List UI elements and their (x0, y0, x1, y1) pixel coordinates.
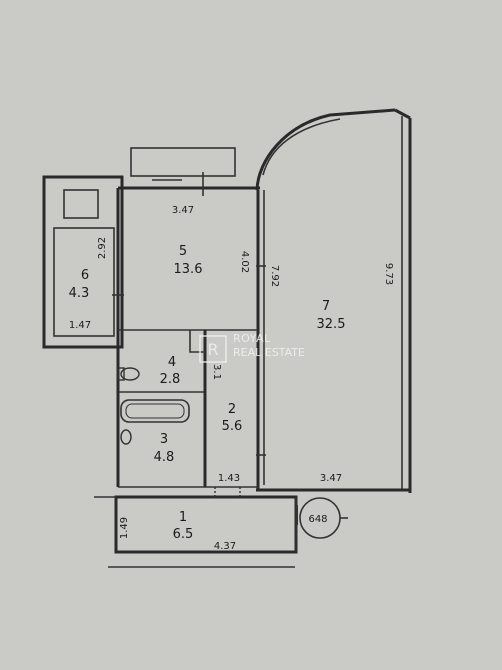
watermark-logo-box (199, 335, 227, 363)
watermark-line2: REAL ESTATE (233, 346, 305, 359)
room-7-number: 7 (322, 299, 330, 314)
dim-balcony-height: 2.92 (97, 237, 108, 259)
watermark-line1: ROYAL (233, 332, 271, 345)
bay-window-outline (130, 147, 236, 177)
bathtub-icon (120, 399, 190, 423)
dim-balcony-width: 1.47 (69, 320, 91, 331)
corner-wall (394, 108, 411, 120)
room-5-number: 5 (179, 244, 187, 259)
room-1-number: 1 (179, 510, 187, 525)
dim-hall-width: 1.43 (218, 473, 240, 484)
dim-room7-width: 3.47 (320, 473, 342, 484)
sink-icon (120, 429, 132, 445)
dim-room1-width: 4.37 (214, 541, 236, 552)
room-2-area: 5.6 (222, 419, 243, 434)
toilet-icon (120, 367, 140, 381)
room-2-number: 2 (228, 402, 236, 417)
room-4-number: 4 (168, 355, 176, 370)
toilet-tank-icon (117, 367, 125, 381)
dim-top-width: 3.47 (172, 205, 194, 216)
curved-wall (255, 108, 396, 191)
dim-wc-height: 3.1 (211, 364, 222, 380)
dim-room7-height: 9.73 (383, 263, 394, 285)
room-6-area: 4.3 (69, 286, 90, 301)
circle-label: 648 (308, 514, 327, 525)
watermark: R ROYAL REAL ESTATE (199, 332, 305, 363)
room-5-area: 13.6 (174, 262, 203, 277)
dim-room1-height: 1.49 (119, 517, 130, 539)
room-labels: 5 13.6 6 4.3 7 32.5 4 2.8 2 5.6 3 4.8 1 … (69, 244, 346, 542)
dim-room7-inner-height: 7.92 (269, 265, 280, 287)
fixtures (112, 172, 348, 539)
balcony-fixture (63, 189, 99, 219)
room-6-number: 6 (81, 268, 89, 283)
dim-room5-height: 4.02 (239, 251, 250, 273)
curved-wall-inner (262, 118, 341, 176)
room-3-area: 4.8 (154, 450, 175, 465)
room-7-area: 32.5 (317, 317, 346, 332)
balcony-outline (42, 175, 124, 349)
room-1-area: 6.5 (173, 527, 194, 542)
bathtub-inner-icon (125, 403, 185, 419)
room-4-area: 2.8 (160, 372, 181, 387)
room-6-inner (53, 227, 115, 337)
dimension-labels: 3.47 2.92 4.02 7.92 9.73 1.47 3.1 1.43 3… (69, 205, 394, 552)
watermark-logo: R (207, 340, 218, 359)
room-3-number: 3 (160, 432, 168, 447)
outer-walls (42, 108, 412, 568)
